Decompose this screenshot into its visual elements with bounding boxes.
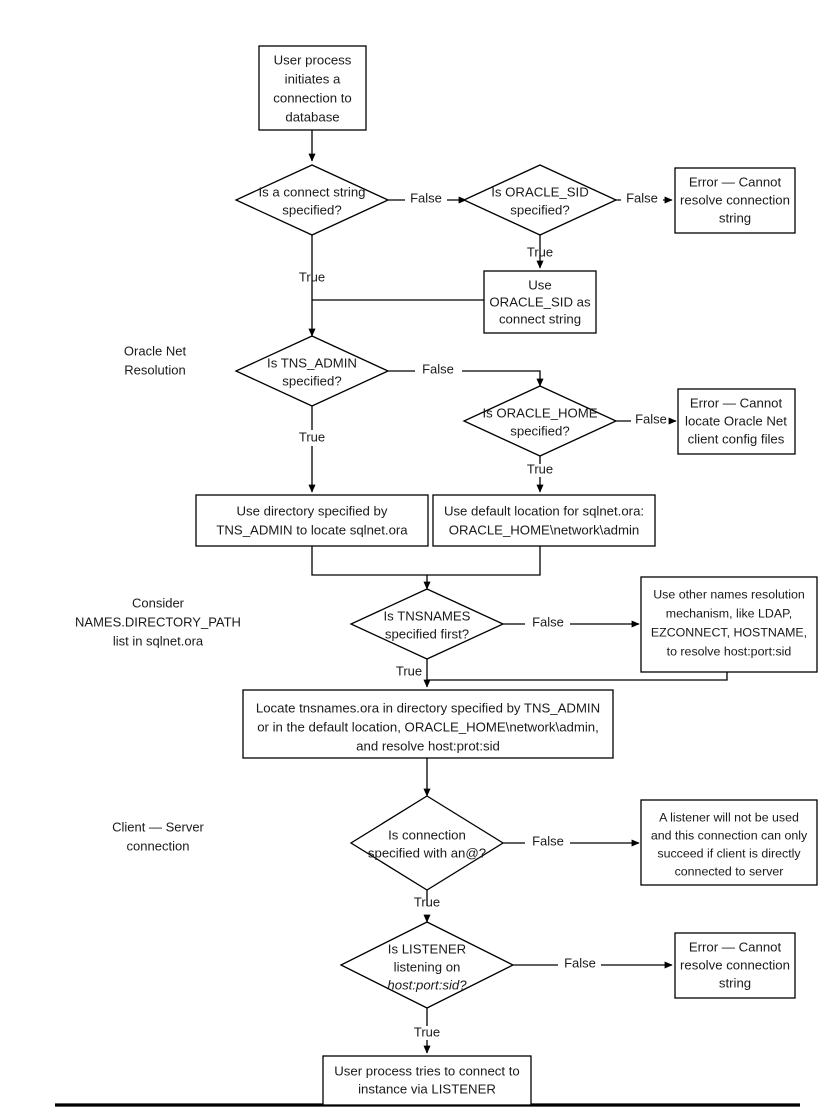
node-error-resolve-connection-2: Error — Cannot resolve connection string [674,932,796,999]
node-start-line-1: initiates a [285,71,341,86]
label-listener-false: False [564,955,596,970]
node-listener-line-2: host:port:sid? [387,977,467,992]
node-at-sign-line-0: Is connection [388,827,466,842]
node-tns-admin-line-1: specified? [282,373,341,388]
edge-default-location-to-tnsnames [427,546,541,576]
label-connect-string-false: False [410,190,442,205]
node-decision-oracle-home: Is ORACLE_HOME specified? [462,385,618,457]
side-label-oracle-net-line-1: Resolution [124,362,185,377]
node-error-resolve-connection-1: Error — Cannot resolve connection string [674,167,796,234]
label-tns-admin-false: False [422,361,454,376]
node-decision-oracle-sid: Is ORACLE_SID specified? [462,164,618,236]
node-oracle-home-line-1: specified? [510,423,569,438]
node-oracle-sid-line-0: Is ORACLE_SID [491,184,588,199]
node-start-line-0: User process [274,52,352,67]
node-oracle-sid-line-1: specified? [510,202,569,217]
node-at-sign-line-1: specified with an@? [368,845,486,860]
label-at-sign-true: True [414,894,440,909]
label-oracle-sid-true: True [527,244,553,259]
label-oracle-home-true: True [527,461,553,476]
node-connect-string-line-0: Is a connect string [258,184,365,199]
label-listener-true: True [414,1024,440,1039]
edge-labels: False True False True False True False T… [299,190,667,1039]
node-err1-line-2: string [719,210,751,225]
node-use-default-location: Use default location for sqlnet.ora: ORA… [432,494,656,547]
side-label-names-dir-line-0: Consider [132,595,185,610]
node-default-loc-line-1: ORACLE_HOME\network\admin [449,522,640,537]
label-at-sign-false: False [532,833,564,848]
node-err1-line-1: resolve connection [680,192,790,207]
node-err-locate-line-2: client config files [688,431,785,446]
node-use-tns-admin-directory: Use directory specified by TNS_ADMIN to … [195,494,429,547]
node-end-line-0: User process tries to connect to [334,1063,519,1078]
node-decision-tnsnames: Is TNSNAMES specified first? [349,588,505,660]
label-tnsnames-false: False [532,614,564,629]
node-start-line-3: database [285,109,339,124]
node-err-locate-line-0: Error — Cannot [690,395,783,410]
node-decision-at-sign: Is connection specified with an@? [349,795,505,891]
edge-tns-admin-dir-to-tnsnames [311,546,431,590]
node-err-locate-line-1: locate Oracle Net [685,413,787,428]
node-no-listener-line-3: connected to server [675,864,784,878]
side-label-names-dir-line-1: NAMES.DIRECTORY_PATH [75,614,241,629]
node-use-tns-dir-line-1: TNS_ADMIN to locate sqlnet.ora [216,522,408,537]
node-start: User process initiates a connection to d… [258,45,367,131]
node-use-oracle-sid: Use ORACLE_SID as connect string [483,270,597,334]
node-connect-string-line-1: specified? [282,202,341,217]
node-other-names-resolution: Use other names resolution mechanism, li… [640,576,818,673]
label-connect-string-true: True [299,269,325,284]
node-locate-tnsnames: Locate tnsnames.ora in directory specifi… [242,689,614,759]
node-default-loc-line-0: Use default location for sqlnet.ora: [444,503,644,518]
node-decision-tns-admin: Is TNS_ADMIN specified? [234,335,390,407]
node-use-tns-dir-line-0: Use directory specified by [237,503,388,518]
node-locate-line-2: and resolve host:prot:sid [356,738,500,753]
side-label-client-server-line-1: connection [127,838,190,853]
node-other-names-line-0: Use other names resolution [653,587,805,601]
node-start-line-2: connection to [273,90,351,105]
side-label-oracle-net-line-0: Oracle Net [124,343,187,358]
node-use-sid-line-1: ORACLE_SID as [489,294,591,309]
node-other-names-line-2: EZCONNECT, HOSTNAME, [651,625,807,639]
node-decision-connect-string: Is a connect string specified? [234,164,390,236]
node-no-listener-used: A listener will not be used and this con… [640,799,818,886]
node-use-sid-line-0: Use [528,277,551,292]
node-tns-admin-line-0: Is TNS_ADMIN [267,355,357,370]
node-end-connect-via-listener: User process tries to connect to instanc… [322,1055,532,1106]
node-use-sid-line-2: connect string [499,311,581,326]
label-oracle-sid-false: False [626,190,658,205]
node-tnsnames-line-1: specified first? [385,626,469,641]
side-label-client-server-line-0: Client — Server [112,819,204,834]
node-err2-line-1: resolve connection [680,957,790,972]
side-labels: Oracle Net Resolution Consider NAMES.DIR… [75,343,241,853]
label-tns-admin-true: True [299,429,325,444]
label-tnsnames-true: True [396,663,422,678]
node-locate-line-1: or in the default location, ORACLE_HOME\… [257,719,599,734]
node-no-listener-line-1: and this connection can only [651,828,808,842]
node-listener-line-1: listening on [394,959,461,974]
node-no-listener-line-2: succeed if client is directly [657,846,801,860]
side-label-names-dir-line-2: list in sqlnet.ora [113,633,204,648]
node-tnsnames-line-0: Is TNSNAMES [384,608,471,623]
node-listener-line-0: Is LISTENER [388,941,466,956]
node-err2-line-0: Error — Cannot [689,939,782,954]
node-other-names-line-3: to resolve host:port:sid [667,644,792,658]
node-locate-line-0: Locate tnsnames.ora in directory specifi… [256,700,600,715]
node-other-names-line-1: mechanism, like LDAP, [666,606,792,620]
node-error-locate-config: Error — Cannot locate Oracle Net client … [677,388,796,455]
edge-tns-admin-false [388,370,540,386]
edge-other-names-merge [427,672,728,681]
node-err1-line-0: Error — Cannot [689,174,782,189]
node-decision-listener: Is LISTENER listening on host:port:sid? [339,921,515,1009]
node-no-listener-line-0: A listener will not be used [659,810,799,824]
label-oracle-home-false: False [635,411,667,426]
node-end-line-1: instance via LISTENER [358,1081,496,1096]
node-oracle-home-line-0: Is ORACLE_HOME [482,405,597,420]
node-err2-line-2: string [719,975,751,990]
